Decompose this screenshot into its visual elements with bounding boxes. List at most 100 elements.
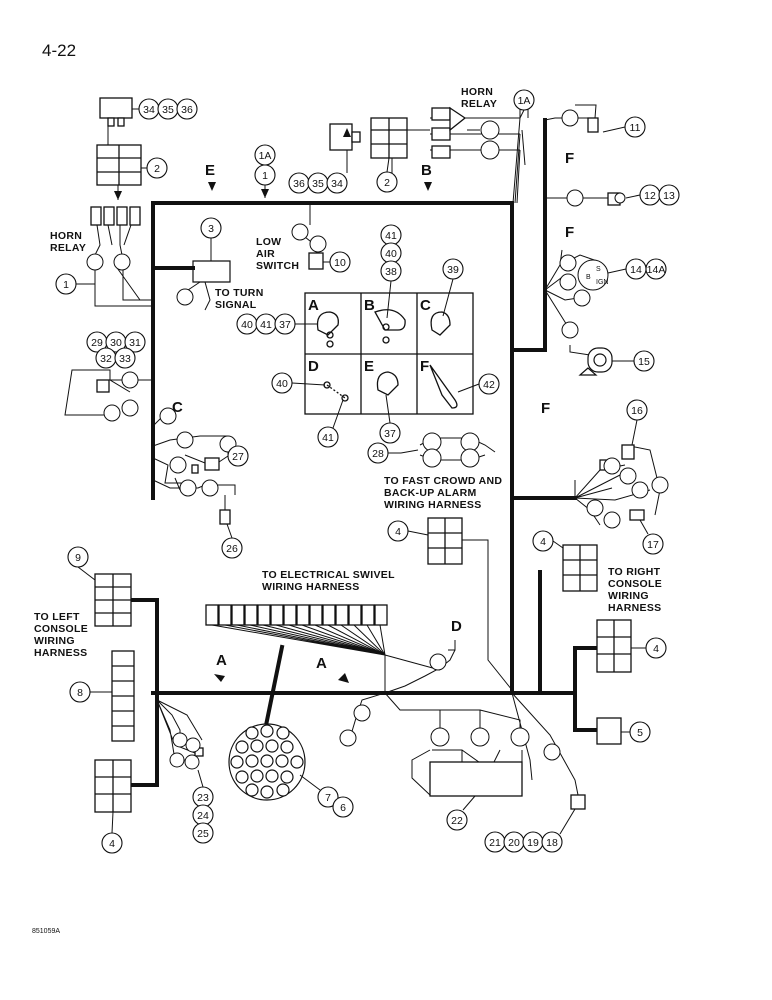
svg-text:32: 32 xyxy=(100,353,112,365)
svg-text:A: A xyxy=(316,655,327,672)
svg-text:B: B xyxy=(586,274,591,281)
svg-text:25: 25 xyxy=(197,828,209,840)
svg-text:IGN: IGN xyxy=(596,279,608,286)
svg-text:41: 41 xyxy=(260,319,272,331)
svg-text:30: 30 xyxy=(110,337,122,349)
svg-text:39: 39 xyxy=(447,264,459,276)
svg-text:40: 40 xyxy=(276,378,288,390)
swivel-connector-strip xyxy=(205,604,388,626)
harness-to-4-right xyxy=(573,646,599,732)
svg-text:4: 4 xyxy=(540,536,546,548)
svg-text:D: D xyxy=(308,358,319,375)
connector-4-left xyxy=(94,759,132,813)
svg-text:16: 16 xyxy=(631,405,643,417)
svg-text:37: 37 xyxy=(279,319,291,331)
connector-9 xyxy=(94,573,132,627)
svg-text:2: 2 xyxy=(384,177,390,189)
harness-F-upper xyxy=(510,118,547,352)
swivel-plug xyxy=(228,723,306,801)
connector-8 xyxy=(111,650,135,742)
svg-text:4: 4 xyxy=(109,838,115,850)
connector-4-right-console xyxy=(562,544,598,592)
svg-text:A: A xyxy=(216,652,227,669)
figure-code: 851059A xyxy=(32,928,60,935)
svg-text:12: 12 xyxy=(644,190,656,202)
svg-text:22: 22 xyxy=(451,815,463,827)
svg-text:10: 10 xyxy=(334,257,346,269)
upper-harness-frame xyxy=(151,201,514,692)
svg-text:41: 41 xyxy=(322,432,334,444)
svg-text:18: 18 xyxy=(546,837,558,849)
connector-2-left xyxy=(96,144,142,186)
arrowheads xyxy=(114,128,432,683)
svg-text:15: 15 xyxy=(638,356,650,368)
svg-text:E: E xyxy=(364,358,374,375)
svg-text:26: 26 xyxy=(226,543,238,555)
svg-text:37: 37 xyxy=(384,428,396,440)
svg-text:40: 40 xyxy=(241,319,253,331)
svg-text:S: S xyxy=(596,266,601,273)
harness-letters: E B C F F F A A D xyxy=(172,150,574,672)
svg-text:1A: 1A xyxy=(259,150,272,162)
clip-panel-letters: A B C D E F xyxy=(308,297,431,375)
svg-text:31: 31 xyxy=(129,337,141,349)
svg-text:28: 28 xyxy=(372,448,384,460)
connector-22-box xyxy=(429,761,523,797)
thin-wires xyxy=(64,100,661,796)
svg-text:27: 27 xyxy=(232,451,244,463)
svg-text:21: 21 xyxy=(489,837,501,849)
svg-text:36: 36 xyxy=(181,104,193,116)
svg-text:2: 2 xyxy=(154,163,160,175)
clip-b-icon xyxy=(374,309,406,331)
svg-text:1A: 1A xyxy=(518,95,531,107)
svg-text:14: 14 xyxy=(630,264,642,276)
svg-text:34: 34 xyxy=(143,104,155,116)
svg-text:17: 17 xyxy=(647,539,659,551)
svg-text:36: 36 xyxy=(293,178,305,190)
clip-c-icon xyxy=(430,311,451,336)
svg-text:F: F xyxy=(565,150,574,167)
connector-2-center xyxy=(370,117,408,159)
callouts xyxy=(55,89,680,854)
svg-text:11: 11 xyxy=(630,122,641,134)
svg-text:23: 23 xyxy=(197,792,209,804)
svg-text:14A: 14A xyxy=(647,264,666,276)
svg-text:E: E xyxy=(205,162,215,179)
svg-text:6: 6 xyxy=(340,802,346,814)
terminal-circles xyxy=(86,109,669,770)
svg-text:5: 5 xyxy=(637,727,643,739)
svg-text:9: 9 xyxy=(75,552,81,564)
svg-text:38: 38 xyxy=(385,266,397,278)
svg-text:C: C xyxy=(172,399,183,416)
clip-f-tie-icon xyxy=(429,364,458,409)
svg-text:3: 3 xyxy=(208,223,214,235)
clip-e-icon xyxy=(376,371,399,396)
connector-5 xyxy=(596,717,622,745)
svg-text:29: 29 xyxy=(91,337,103,349)
svg-text:4: 4 xyxy=(653,643,659,655)
svg-text:13: 13 xyxy=(663,190,675,202)
svg-text:33: 33 xyxy=(119,353,131,365)
relay-connector-top-left xyxy=(99,97,133,119)
connector-4-right xyxy=(596,619,632,673)
svg-text:19: 19 xyxy=(527,837,539,849)
svg-text:35: 35 xyxy=(312,178,324,190)
page-number: 4-22 xyxy=(42,41,76,60)
svg-text:40: 40 xyxy=(385,248,397,260)
svg-text:34: 34 xyxy=(331,178,343,190)
connectors xyxy=(90,97,645,813)
svg-text:1: 1 xyxy=(63,279,69,291)
svg-text:F: F xyxy=(565,224,574,241)
horn-icon xyxy=(578,347,613,376)
svg-text:A: A xyxy=(308,297,319,314)
svg-text:8: 8 xyxy=(77,687,83,699)
ignition-switch: B S IGN xyxy=(577,259,609,291)
svg-text:7: 7 xyxy=(325,792,331,804)
svg-text:42: 42 xyxy=(483,379,495,391)
